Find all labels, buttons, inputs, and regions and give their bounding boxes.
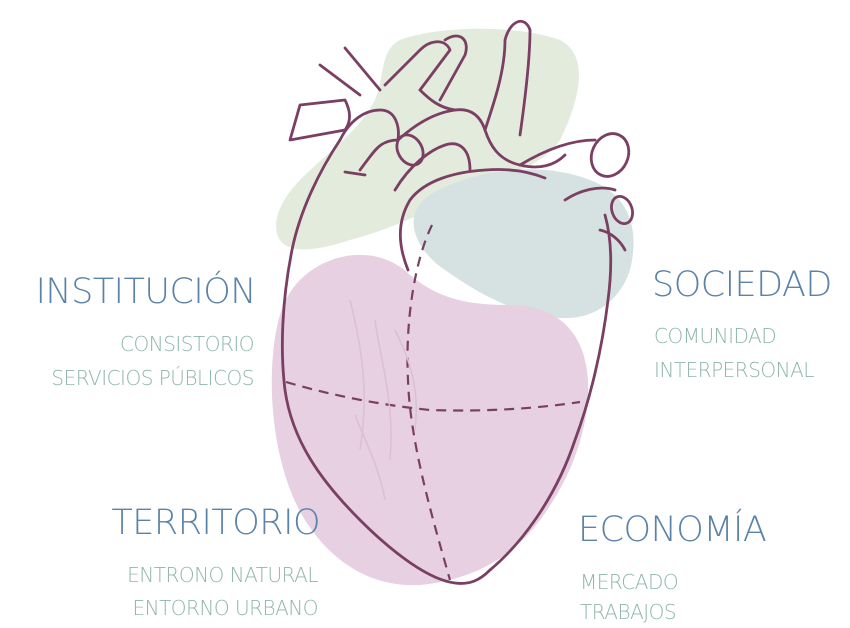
green-blob	[276, 28, 579, 250]
heart-outline	[280, 19, 634, 585]
sociedad-item-comunidad: COMUNIDAD	[654, 324, 777, 348]
purple-blob	[271, 254, 589, 586]
economia-title: ECONOMÍA	[578, 510, 767, 550]
blue-blob	[413, 169, 634, 319]
horizontal-divider	[285, 380, 581, 412]
vein-lines	[349, 299, 418, 501]
dividing-lines	[285, 224, 581, 581]
sociedad-item-interpersonal: INTERPERSONAL	[654, 358, 814, 382]
sociedad-title: SOCIEDAD	[652, 265, 832, 305]
vertical-divider	[406, 224, 452, 581]
territorio-item-natural: ENTRONO NATURAL	[127, 563, 318, 587]
institucion-item-consistorio: CONSISTORIO	[120, 332, 254, 356]
institucion-item-servicios: SERVICIOS PÚBLICOS	[51, 366, 254, 390]
territorio-title: TERRITORIO	[111, 503, 320, 543]
economia-item-trabajos: TRABAJOS	[580, 600, 677, 624]
territorio-item-urbano: ENTORNO URBANO	[132, 596, 318, 620]
institucion-title: INSTITUCIÓN	[35, 272, 257, 312]
economia-item-mercado: MERCADO	[580, 570, 679, 594]
